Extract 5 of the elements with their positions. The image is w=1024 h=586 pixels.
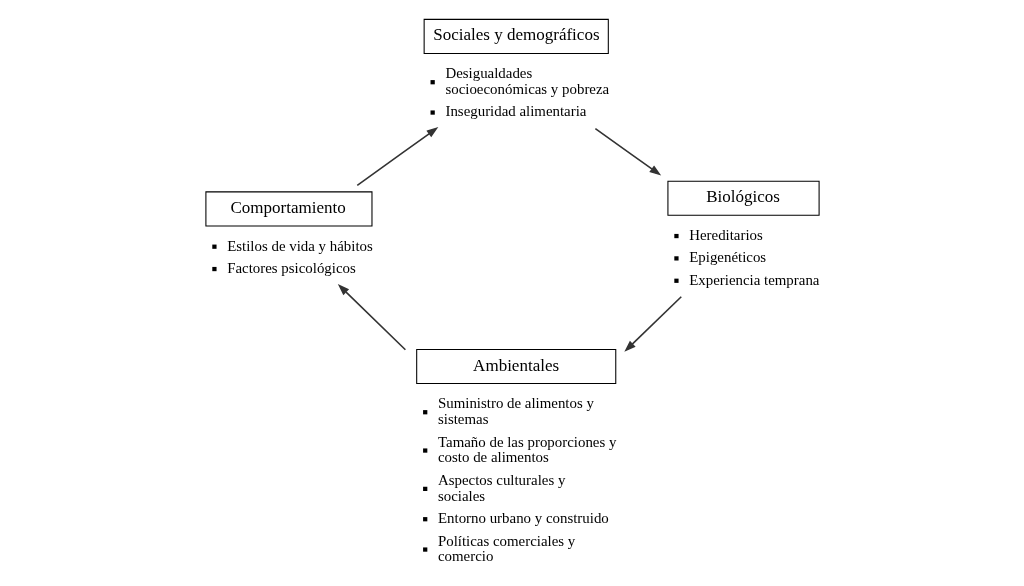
arrow [355,127,438,187]
arrow [337,284,406,351]
arrow [623,296,682,352]
arrow [594,127,661,176]
node-label: Inseguridad alimentaria [444,103,586,120]
